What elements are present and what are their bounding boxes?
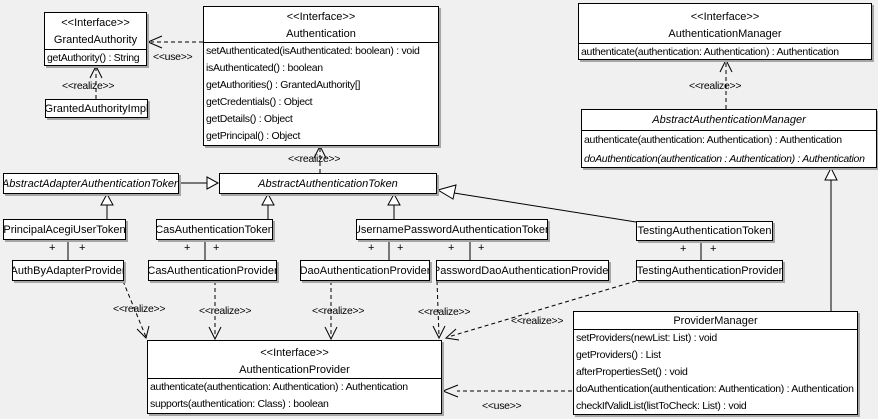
class-name: GrantedAuthority — [53, 34, 138, 46]
realize-label: <<realize>> — [418, 306, 471, 318]
plus-label: + — [49, 242, 56, 254]
plus-label: + — [448, 242, 455, 254]
method: setProviders(newList: List) : void — [576, 332, 717, 344]
method: authenticate(authentication: Authenticat… — [584, 134, 842, 146]
plus-label: + — [184, 242, 191, 254]
class-name: AbstractAuthenticationManager — [652, 114, 806, 126]
stereotype: <<Interface>> — [61, 17, 130, 29]
plus-label: + — [368, 242, 375, 254]
class-name: AbstractAdapterAuthenticationToken — [3, 177, 179, 190]
class-title: <<Interface>> AuthenticationProvider — [148, 341, 441, 379]
plus-label: + — [710, 243, 717, 255]
realize-label: <<realize>> — [689, 80, 742, 92]
realize-label: <<realize>> — [312, 305, 365, 317]
class-dao-authentication-provider[interactable]: DaoAuthenticationProvider — [300, 260, 430, 281]
method: doAuthentication(authentication: Authent… — [576, 383, 854, 395]
class-auth-by-adapter-provider[interactable]: AuthByAdapterProvider — [12, 260, 124, 281]
class-username-password-authentication-token[interactable]: UsernamePasswordAuthenticationToken — [356, 219, 548, 240]
realize-label: <<realize>> — [288, 153, 341, 165]
stereotype: <<Interface>> — [286, 11, 356, 23]
realize-edge-casauthenticationprovider — [208, 281, 222, 341]
use-label: <<use>> — [482, 400, 522, 412]
plus-label: + — [79, 242, 86, 254]
method: afterPropertiesSet() : void — [576, 366, 688, 378]
stereotype: <<Interface>> — [690, 11, 760, 23]
gen-edge-usernamepasswordtoken — [387, 192, 401, 219]
realize-edge-authbyadapterprovider — [122, 280, 150, 339]
class-name: PasswordDaoAuthenticationProvider — [436, 264, 609, 277]
class-abstract-authentication-token[interactable]: AbstractAuthenticationToken — [219, 173, 437, 194]
class-name: UsernamePasswordAuthenticationToken — [356, 223, 548, 236]
class-abstract-adapter-authentication-token[interactable]: AbstractAdapterAuthenticationToken — [3, 173, 179, 194]
gen-edge-casauthenticationtoken — [261, 192, 275, 219]
method: getDetails() : Object — [206, 113, 293, 125]
realize-edge-testingauthenticationprovider — [444, 280, 637, 341]
method: authenticate(authentication: Authenticat… — [150, 381, 408, 393]
realize-edge-grantedauthorityimpl — [89, 64, 103, 99]
realize-label: <<realize>> — [62, 80, 115, 92]
method: supports(authentication: Class) : boolea… — [150, 398, 329, 410]
class-name: Authentication — [286, 28, 356, 40]
method: getCredentials() : Object — [206, 96, 313, 108]
class-title: <<Interface>> AuthenticationManager — [579, 4, 871, 44]
realize-edge-abstractauthenticationmanager — [719, 58, 733, 109]
plus-label: + — [213, 242, 220, 254]
class-password-dao-authentication-provider[interactable]: PasswordDaoAuthenticationProvider — [436, 260, 609, 281]
class-testing-authentication-provider[interactable]: TestingAuthenticationProvider — [636, 260, 783, 281]
stereotype: <<Interface>> — [260, 347, 329, 359]
gen-edge-providermanager — [824, 166, 838, 311]
class-title: <<Interface>> GrantedAuthority — [45, 13, 146, 50]
class-name: ProviderManager — [673, 314, 758, 327]
realize-edge-passworddaoprovider — [432, 280, 446, 340]
method: doAuthentication(authentication : Authen… — [584, 153, 865, 165]
class-provider-manager[interactable]: ProviderManager setProviders(newList: Li… — [573, 311, 858, 415]
use-label: <<use>> — [153, 51, 193, 63]
class-cas-authentication-provider[interactable]: CasAuthenticationProvider — [148, 260, 277, 281]
class-title: AbstractAuthenticationManager — [582, 110, 876, 131]
class-name: AbstractAuthenticationToken — [258, 177, 398, 190]
class-title: ProviderManager — [574, 312, 857, 330]
class-name: GrantedAuthorityImpl — [45, 102, 148, 115]
class-name: TestingAuthenticationProvider — [636, 264, 783, 277]
gen-edge-testingauthenticationtoken — [436, 184, 637, 223]
method: authenticate(authentication: Authenticat… — [581, 46, 839, 58]
plus-label: + — [397, 242, 404, 254]
class-granted-authority-impl[interactable]: GrantedAuthorityImpl — [45, 99, 148, 118]
realize-label: <<realize>> — [511, 315, 564, 327]
gen-edge-abstractadapter — [179, 176, 220, 190]
method: isAuthenticated() : boolean — [206, 62, 323, 74]
realize-edge-daoauthenticationprovider — [324, 281, 338, 341]
class-cas-authentication-token[interactable]: CasAuthenticationToken — [156, 219, 273, 240]
class-principal-acegi-user-token[interactable]: PrincipalAcegiUserToken — [3, 219, 126, 240]
class-name: AuthenticationManager — [668, 28, 782, 40]
class-abstract-authentication-manager[interactable]: AbstractAuthenticationManager authentica… — [581, 109, 877, 168]
class-name: CasAuthenticationProvider — [148, 264, 277, 277]
class-authentication-manager[interactable]: <<Interface>> AuthenticationManager auth… — [578, 3, 872, 60]
class-granted-authority[interactable]: <<Interface>> GrantedAuthority getAuthor… — [44, 12, 147, 66]
realize-label: <<realize>> — [113, 303, 166, 315]
class-title: <<Interface>> Authentication — [204, 7, 438, 43]
class-name: DaoAuthenticationProvider — [300, 264, 430, 277]
class-name: TestingAuthenticationToken — [637, 225, 772, 237]
gen-edge-principalacegiusertoken — [100, 192, 114, 219]
class-name: CasAuthenticationToken — [156, 223, 273, 236]
use-edge-providermanager-authenticationprovider — [441, 384, 572, 398]
class-name: AuthenticationProvider — [239, 364, 350, 376]
use-edge-authentication-grantedauthority — [146, 35, 203, 49]
realize-label: <<realize>> — [199, 305, 252, 317]
plus-label: + — [478, 242, 485, 254]
method: checkIfValidList(listToCheck: List) : vo… — [576, 400, 747, 412]
realize-edge-abstractauthenticationtoken — [313, 144, 327, 173]
class-authentication[interactable]: <<Interface>> Authentication setAuthenti… — [203, 6, 439, 146]
method: getAuthorities() : GrantedAuthority[] — [206, 79, 361, 91]
class-authentication-provider[interactable]: <<Interface>> AuthenticationProvider aut… — [147, 340, 442, 414]
method: getPrincipal() : Object — [206, 130, 301, 142]
class-name: PrincipalAcegiUserToken — [3, 223, 126, 236]
plus-label: + — [680, 243, 687, 255]
method: getProviders() : List — [576, 349, 661, 361]
class-name: AuthByAdapterProvider — [12, 264, 124, 277]
class-testing-authentication-token[interactable]: TestingAuthenticationToken — [636, 221, 773, 241]
method: getAuthority() : String — [47, 52, 140, 64]
method: setAuthenticated(isAuthenticated: boolea… — [206, 45, 420, 57]
